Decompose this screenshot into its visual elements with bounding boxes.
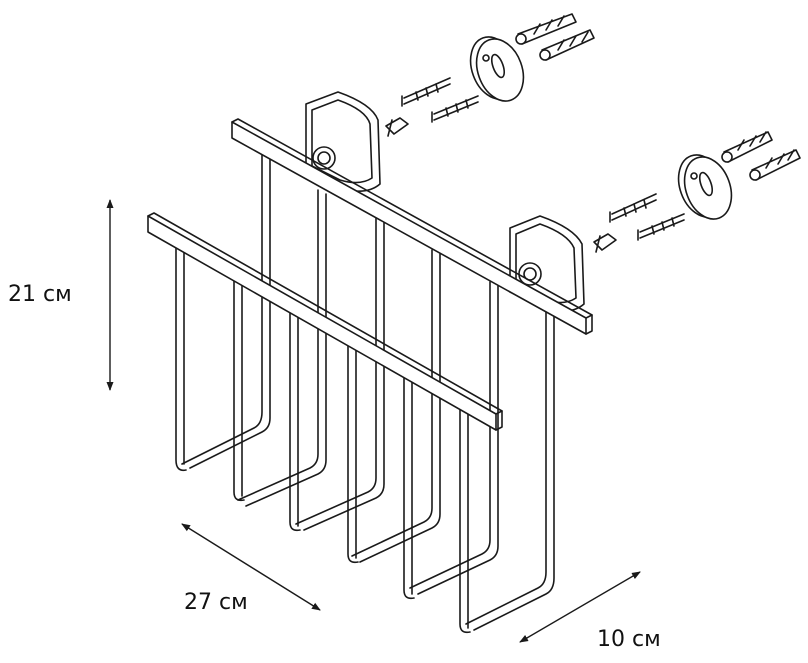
width-dimension-label: 27 см: [184, 590, 248, 615]
height-dimension-label: 21 см: [8, 282, 72, 307]
mounting-hardware-upper: [385, 13, 595, 137]
back-bar: [231, 118, 593, 335]
front-bar: [147, 212, 503, 431]
width-dimension-arrow: [181, 523, 321, 611]
depth-dimension-arrow: [519, 571, 641, 643]
front-wire-loops: [175, 243, 471, 634]
depth-dimension-label: 10 см: [597, 627, 661, 652]
mounting-hardware-lower: [593, 131, 801, 253]
